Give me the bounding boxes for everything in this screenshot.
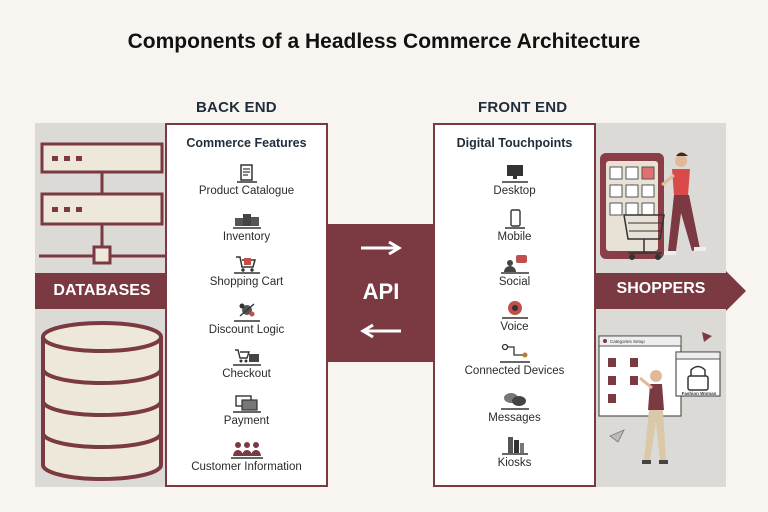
shoppers-label: SHOPPERS bbox=[616, 280, 706, 297]
social-icon bbox=[500, 255, 529, 274]
database-icon bbox=[41, 321, 163, 481]
feature-checkout: Checkout bbox=[167, 346, 326, 380]
front-end-heading: FRONT END bbox=[478, 99, 568, 116]
illustration-screen-header: Categories Setup bbox=[610, 339, 645, 344]
touchpoint-label: Messages bbox=[488, 412, 541, 424]
touchpoint-desktop: Desktop bbox=[435, 163, 594, 197]
desktop-icon bbox=[501, 165, 528, 183]
databases-label: DATABASES bbox=[53, 282, 151, 299]
feature-label: Customer Information bbox=[191, 461, 302, 473]
touchpoint-kiosks: Kiosks bbox=[435, 435, 594, 469]
inventory-icon bbox=[232, 214, 261, 229]
digital-touchpoints-title: Digital Touchpoints bbox=[456, 136, 573, 150]
touchpoint-connected-devices: Connected Devices bbox=[435, 343, 594, 377]
messages-icon bbox=[500, 393, 529, 410]
feature-label: Shopping Cart bbox=[209, 276, 284, 288]
touchpoint-label: Voice bbox=[500, 321, 529, 333]
digital-touchpoints-column: Digital Touchpoints Desktop Mobile Socia… bbox=[433, 123, 596, 487]
feature-label: Discount Logic bbox=[208, 324, 285, 336]
shopping-cart-icon bbox=[233, 256, 260, 274]
touchpoint-social: Social bbox=[435, 254, 594, 288]
voice-icon bbox=[501, 301, 528, 319]
page-title: Components of a Headless Commerce Archit… bbox=[127, 30, 641, 53]
catalogue-icon bbox=[236, 164, 257, 183]
touchpoint-voice: Voice bbox=[435, 299, 594, 333]
shopper-browsing-illustration bbox=[598, 332, 721, 464]
mobile-icon bbox=[504, 209, 525, 229]
touchpoint-label: Mobile bbox=[497, 231, 532, 243]
connected-devices-icon bbox=[499, 343, 530, 363]
kiosks-icon bbox=[501, 437, 528, 455]
touchpoint-messages: Messages bbox=[435, 390, 594, 424]
checkout-icon bbox=[232, 349, 261, 366]
feature-inventory: Inventory bbox=[167, 209, 326, 243]
feature-label: Payment bbox=[223, 415, 270, 427]
databases-band: DATABASES bbox=[35, 273, 169, 309]
discount-icon bbox=[233, 303, 260, 322]
feature-label: Checkout bbox=[222, 368, 271, 380]
server-rack-icon bbox=[39, 142, 165, 265]
back-end-heading: BACK END bbox=[196, 99, 277, 116]
commerce-features-column: Commerce Features Product Catalogue Inve… bbox=[165, 123, 328, 487]
touchpoint-label: Connected Devices bbox=[464, 365, 565, 377]
touchpoint-mobile: Mobile bbox=[435, 209, 594, 243]
payment-icon bbox=[232, 395, 261, 413]
touchpoint-label: Kiosks bbox=[497, 457, 532, 469]
commerce-features-title: Commerce Features bbox=[186, 136, 307, 150]
feature-product-catalogue: Product Catalogue bbox=[167, 163, 326, 197]
feature-label: Inventory bbox=[222, 231, 271, 243]
feature-label: Product Catalogue bbox=[198, 185, 295, 197]
arrow-right-icon bbox=[361, 240, 402, 256]
arrow-left-icon bbox=[360, 323, 401, 339]
touchpoint-label: Desktop bbox=[493, 185, 536, 197]
feature-discount-logic: Discount Logic bbox=[167, 302, 326, 336]
touchpoint-label: Social bbox=[498, 276, 531, 288]
api-block: API bbox=[328, 224, 434, 362]
feature-shopping-cart: Shopping Cart bbox=[167, 254, 326, 288]
customers-icon bbox=[230, 442, 263, 459]
api-label: API bbox=[362, 279, 400, 304]
illustration-product-card: Fashion Woman bbox=[681, 391, 717, 396]
shopper-with-cart-illustration bbox=[600, 152, 706, 260]
feature-customer-information: Customer Information bbox=[167, 439, 326, 473]
shoppers-arrow-band bbox=[596, 271, 746, 311]
feature-payment: Payment bbox=[167, 393, 326, 427]
